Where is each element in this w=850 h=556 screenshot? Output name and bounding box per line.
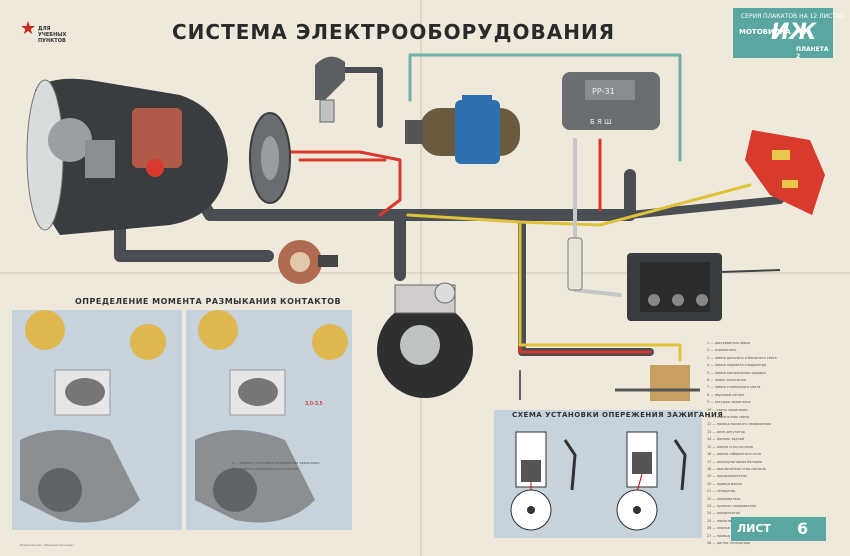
battery [627,253,781,321]
sheet-word: ЛИСТ [737,522,771,535]
badge-text: ДЛЯ УЧЕБНЫХ ПУНКТОВ [38,26,67,44]
sheet-label: ЛИСТ 6 [731,517,826,541]
legend-item: 20 — провод массы [707,481,742,486]
legend-item: 12 — провод высокого напряжения [707,422,771,427]
timing-diagram-a [510,431,577,531]
gap-label: 3,0-3,5 [305,401,323,407]
caption-line: А — момент установки опережения зажигани… [232,461,320,465]
harness-coil [342,67,383,128]
legend-item: 18 — выключатель стоп-сигнала [707,466,766,471]
legend-item: 23 — кулачок прерывателя [707,503,756,508]
tail-light [745,130,825,215]
legend-item: 19 — предохранитель [707,474,747,479]
sheet-number: 6 [797,519,809,538]
legend-item: 26 — кнопка сигнала [707,526,746,531]
generator [377,282,473,398]
poster-title: СИСТЕМА ЭЛЕКТРООБОРУДОВАНИЯ [172,20,616,44]
harness-main [114,169,636,281]
ignition-coil [405,95,520,164]
section-title-timing: СХЕМА УСТАНОВКИ ОПЕРЕЖЕНИЯ ЗАЖИГАНИЯ [512,411,724,419]
caption-line: Б — момент размыкания контактов [232,467,298,471]
star-icon: ★ [20,18,37,39]
voltage-regulator: РР-31 Б Я Ш [562,72,660,130]
legend-item: 16 — лампа габаритного огня [707,452,761,457]
wire-red-1 [288,138,652,354]
legend-item: 21 — генератор [707,489,736,494]
fold-line-horizontal [0,272,850,274]
stop-switch [615,365,700,401]
series-line1: СЕРИЯ ПЛАКАТОВ НА 12 ЛИСТАХ [741,13,845,20]
breaker-assembly [278,240,338,284]
legend-item: 13 — реле-регулятор [707,429,746,434]
plug-cap [315,56,345,100]
legend-item: 15 — лампа стоп-сигнала [707,444,753,449]
series-line2: МОТОВИЛКА [739,28,791,36]
section-title-breaker: ОПРЕДЕЛЕНИЕ МОМЕНТА РАЗМЫКАНИЯ КОНТАКТОВ [75,297,342,306]
legend-item: 4 — лампа подсвета спидометра [707,363,767,368]
legend-item: 1 — рассеиватель фары [707,341,751,345]
legend-item: 2 — отражатель [707,348,737,353]
school-badge: ★ ДЛЯ УЧЕБНЫХ ПУНКТОВ [18,20,66,54]
legend-item: 22 — прерыватель [707,496,741,501]
breaker-timing-illustration-a [20,310,166,523]
spark-plug [319,99,335,123]
legend-item: 11 — наконечник свечи [707,415,750,420]
wire-green-1 [408,53,682,162]
legend-item: 8 — звуковой сигнал [707,392,745,397]
legend-item: 3 — лампа дальнего и ближнего света [707,355,777,360]
series-label: СЕРИЯ ПЛАКАТОВ НА 12 ЛИСТАХ МОТОВИЛКА ИЖ… [733,8,844,60]
legend-item: 28 — щетки генератора [707,540,751,545]
breaker-timing-illustration-b: 3,0-3,5 [195,310,348,523]
regulator-label: РР-31 [592,87,615,96]
publisher-footer: Издательство «Машиностроение» [20,543,75,547]
fuse [567,237,583,291]
legend-item: 9 — катушка зажигания [707,400,751,405]
fold-line-vertical [420,0,422,556]
legend-item: 6 — замок зажигания [707,378,746,383]
legend-item: 17 — аккумуляторная батарея [707,459,762,464]
legend-item: 14 — фонарь задний [707,437,745,442]
legend-item: 24 — конденсатор [707,511,740,516]
brand-logo: ИЖ [771,20,817,45]
series-line3: ПЛАНЕТА 2 [796,46,829,60]
legend-item: 7 — лампа стояночного света [707,385,761,390]
legend-item: 5 — лампа контрольная зарядки [707,370,766,375]
illustration-caption: А — момент установки опережения зажигани… [232,460,319,472]
regulator-terminals: Б Я Ш [590,118,612,126]
timing-diagram-b [616,431,687,531]
headlight [26,78,228,235]
legend-item: 27 — провод к фаре [707,533,744,538]
legend-item: 10 — свеча зажигания [707,407,748,412]
